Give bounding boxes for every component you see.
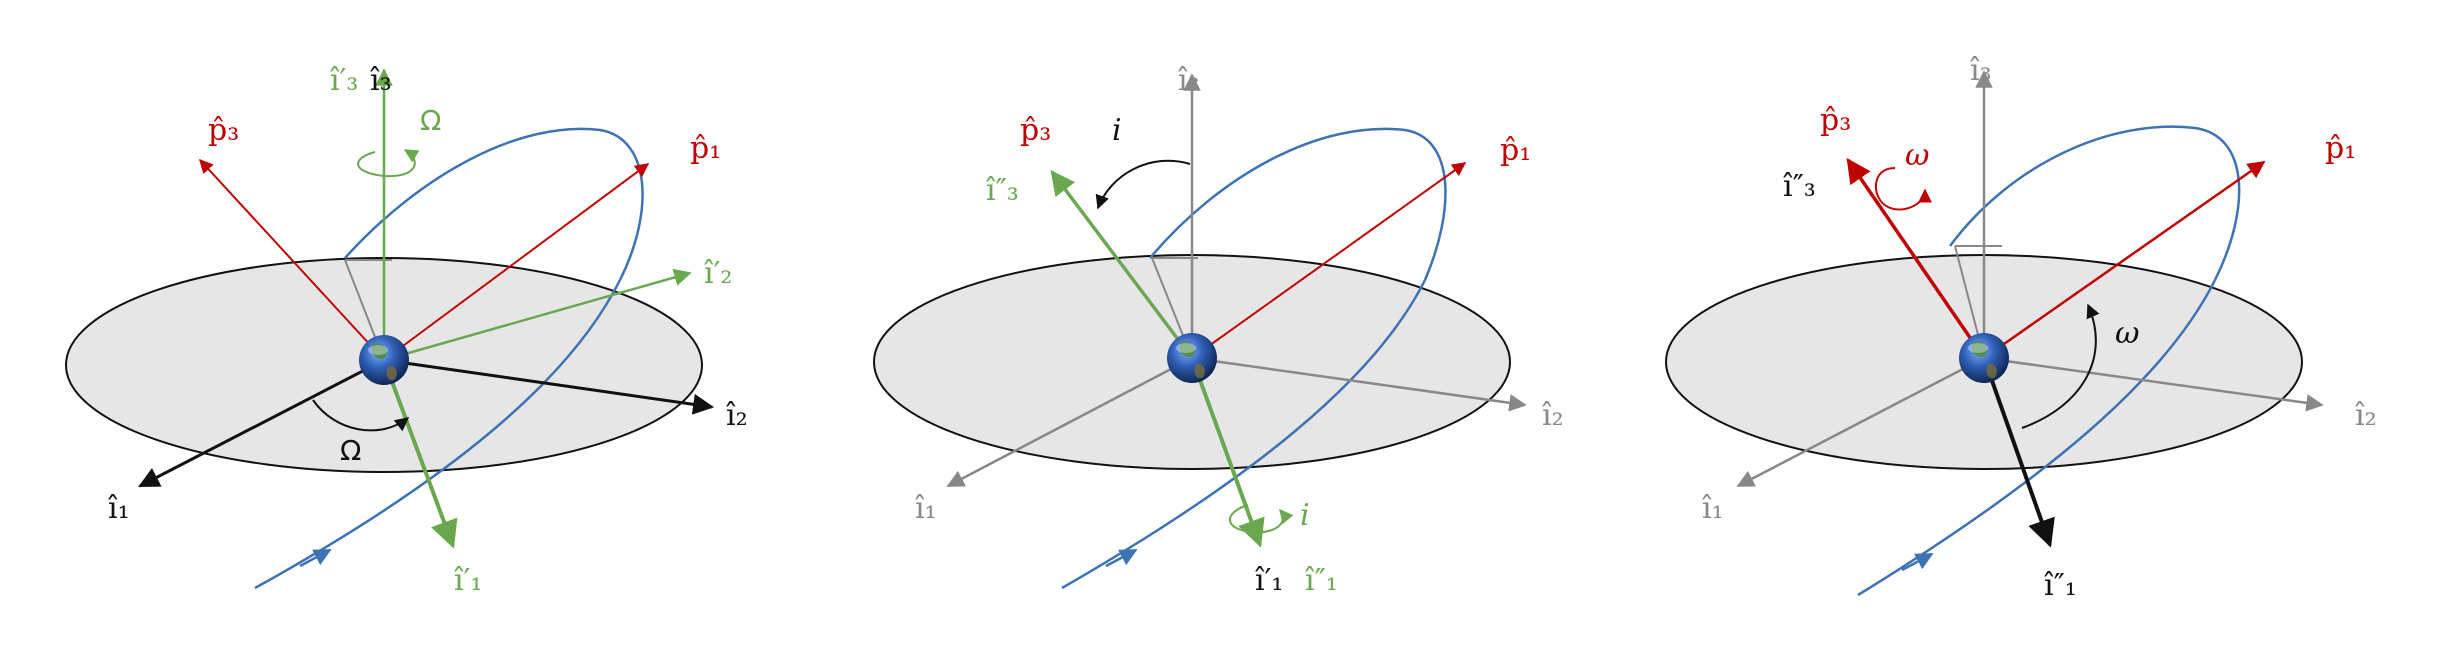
orbit-direction-arrow bbox=[1901, 552, 1934, 572]
axis-i3-dprime bbox=[1050, 170, 1194, 360]
label-inclination-rotation: i bbox=[1300, 498, 1310, 533]
axis-p1 bbox=[1983, 160, 2266, 360]
earth-icon bbox=[359, 335, 409, 385]
label-i2: î₂ bbox=[2355, 398, 2377, 433]
panel-1-node-rotation: î′₃ î₃ Ω p̂₃ p̂₁ î′₂ î₂ Ω î₁ î′₁ bbox=[65, 63, 748, 598]
orbit-direction-arrow bbox=[299, 548, 332, 568]
omega-rotation-arc bbox=[1874, 167, 1932, 211]
label-p1: p̂₁ bbox=[2325, 131, 2356, 166]
axis-p1 bbox=[383, 163, 650, 361]
label-i1-dprime: î″₁ bbox=[1305, 563, 1338, 598]
axis-p3 bbox=[199, 158, 385, 361]
label-i1-prime: î′₁ bbox=[454, 563, 482, 598]
label-omega-rotation: Ω bbox=[420, 104, 441, 137]
earth-icon bbox=[1167, 333, 1217, 383]
label-p1: p̂₁ bbox=[690, 131, 721, 166]
label-omega-angle: ω bbox=[2115, 316, 2139, 351]
label-omega-angle: Ω bbox=[340, 434, 361, 467]
axis-i1 bbox=[138, 358, 385, 488]
orbit-path-upper bbox=[344, 127, 644, 281]
label-i2: î₂ bbox=[726, 398, 748, 433]
orbit-direction-arrow bbox=[1105, 548, 1138, 568]
axis-i2-prime bbox=[383, 268, 692, 362]
panel-3-argument-of-periapsis: î₃ p̂₃ ω î″₃ p̂₁ ω î₂ î₁ î″₁ bbox=[1665, 53, 2377, 603]
omega-rotation-arc bbox=[357, 149, 420, 178]
axis-i1-dprime bbox=[1982, 357, 2055, 548]
label-p1: p̂₁ bbox=[1500, 133, 1531, 168]
inclination-angle-arc bbox=[1095, 159, 1191, 210]
orbit-path-lower bbox=[1061, 279, 1427, 590]
label-i3: î₃ bbox=[1970, 53, 1992, 88]
axis-p1 bbox=[1191, 162, 1467, 359]
label-i1-prime: î′₁ bbox=[1255, 563, 1283, 598]
label-i1-dprime: î″₁ bbox=[2044, 568, 2077, 603]
axis-i1-prime bbox=[1190, 357, 1265, 548]
orbit-path-lower bbox=[254, 279, 622, 590]
inclination-rotation-arc bbox=[1229, 504, 1294, 534]
label-i2-prime: î′₂ bbox=[704, 256, 732, 291]
label-i2: î₂ bbox=[1542, 398, 1564, 433]
label-i3: î₃ bbox=[1178, 63, 1200, 98]
axis-i1 bbox=[946, 356, 1193, 488]
panel-2-inclination-rotation: î₃ p̂₃ i î″₃ p̂₁ î₂ î₁ i î′₁ î″₁ bbox=[873, 63, 1564, 598]
earth-icon bbox=[1959, 333, 2009, 383]
label-p3: p̂₃ bbox=[1820, 103, 1851, 138]
label-omega-rotation: ω bbox=[1905, 138, 1929, 173]
axis-p3 bbox=[1846, 157, 1986, 359]
label-i3-prime: î′₃ bbox=[330, 63, 358, 98]
label-p3: p̂₃ bbox=[208, 113, 239, 148]
orbit-path-upper bbox=[1149, 127, 1447, 281]
label-i1: î₁ bbox=[1702, 491, 1724, 526]
axis-i1 bbox=[1736, 356, 1985, 488]
axis-i2 bbox=[1983, 356, 2324, 412]
label-i3-dprime: î″₃ bbox=[986, 173, 1019, 208]
label-i1: î₁ bbox=[108, 491, 130, 526]
axis-i2 bbox=[383, 358, 715, 415]
label-i3: î₃ bbox=[370, 63, 392, 98]
axis-i1-prime bbox=[382, 359, 458, 549]
label-p3: p̂₃ bbox=[1020, 113, 1051, 148]
label-inclination-top: i bbox=[1112, 113, 1122, 148]
orbit-path-lower bbox=[1857, 279, 2217, 597]
label-i3-dprime: î″₃ bbox=[1783, 169, 1816, 204]
label-i1: î₁ bbox=[915, 491, 937, 526]
omega-angle-arc bbox=[2021, 303, 2100, 429]
axis-i2 bbox=[1191, 356, 1527, 412]
orbit-path-upper bbox=[1948, 125, 2241, 281]
omega-angle-arc bbox=[312, 399, 410, 432]
